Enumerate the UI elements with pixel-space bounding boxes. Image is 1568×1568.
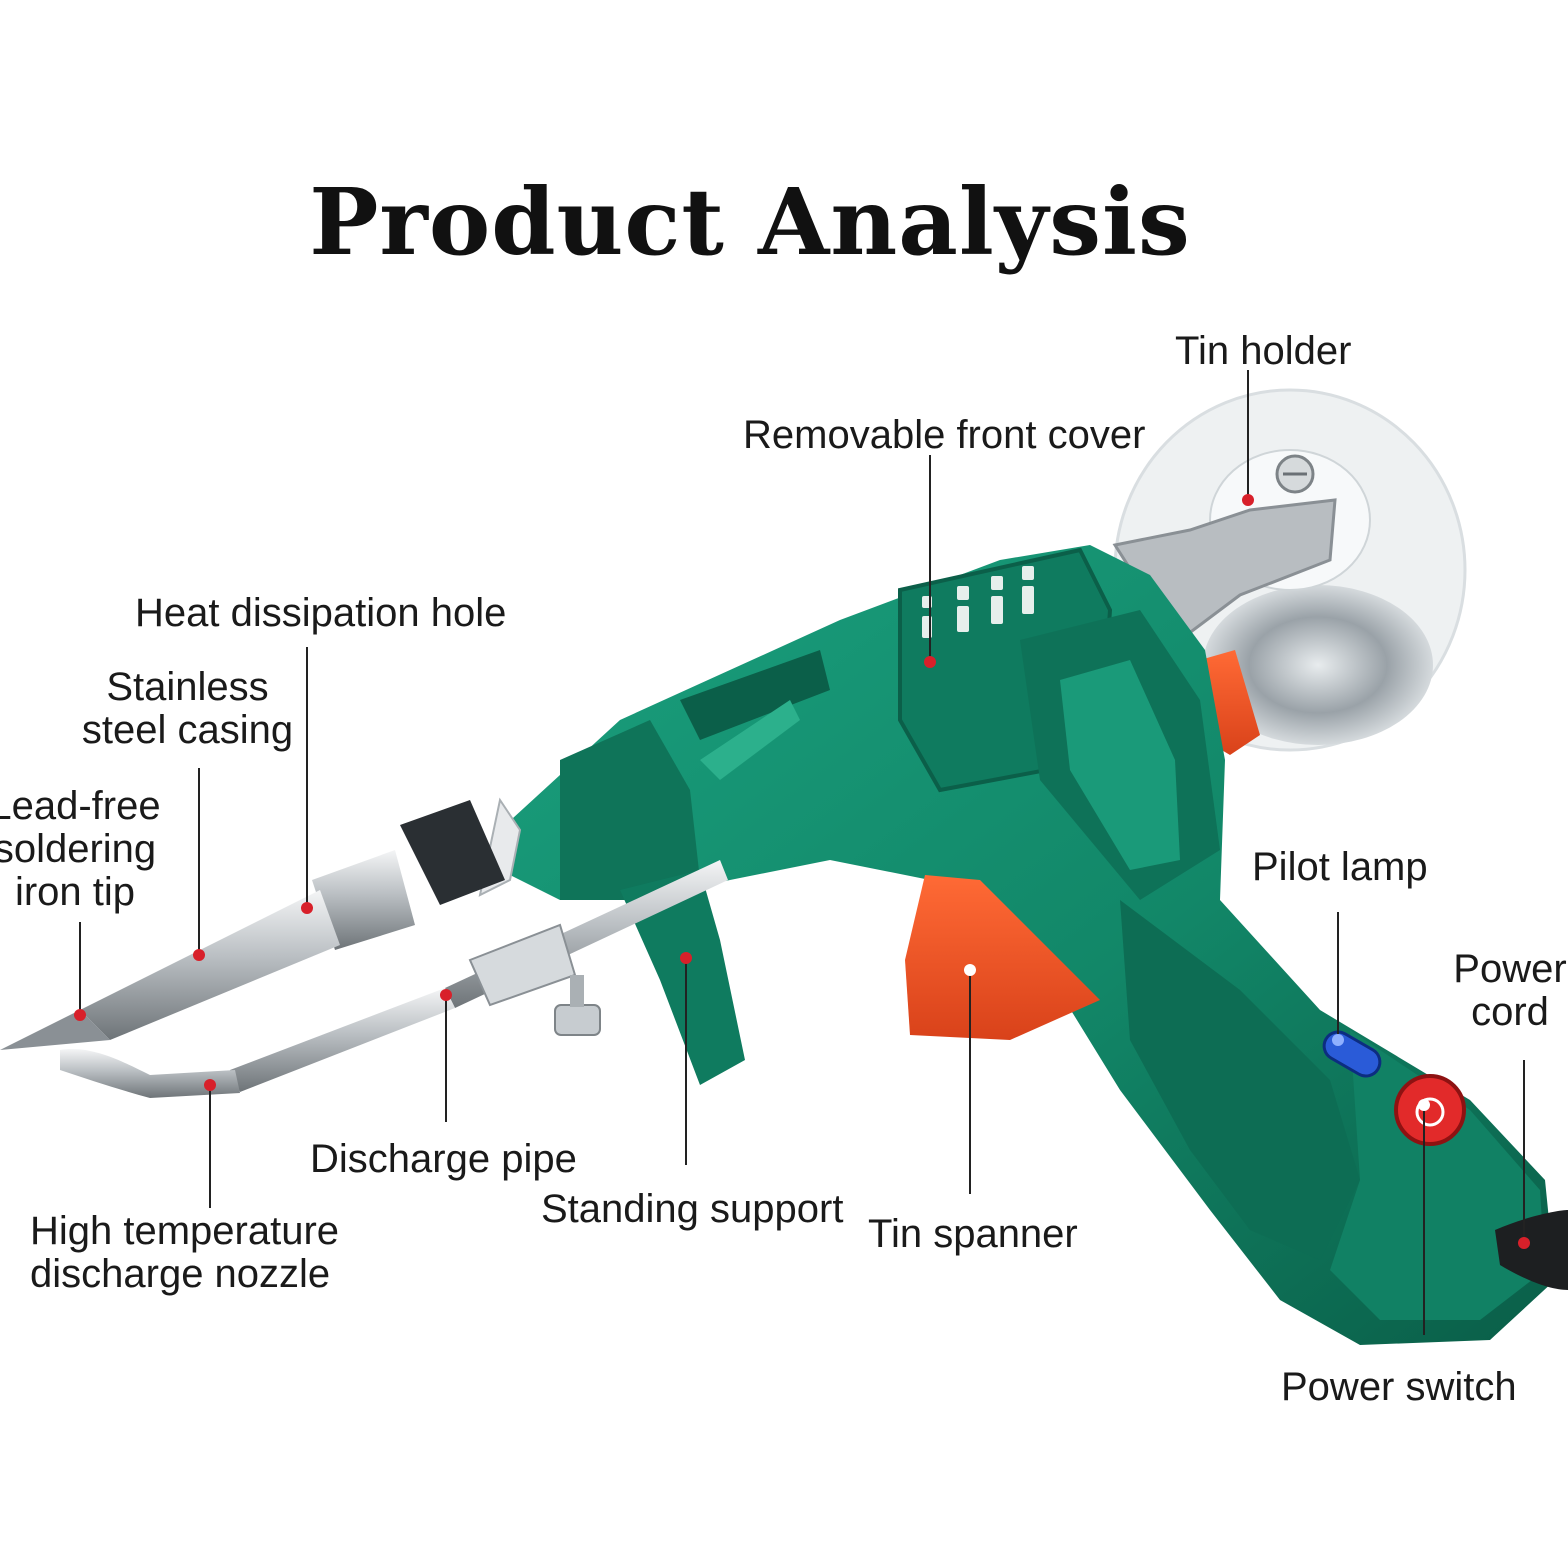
- label-power-switch: Power switch: [1281, 1365, 1517, 1409]
- label-heat-dissipation-hole: Heat dissipation hole: [135, 591, 507, 635]
- marker-dots: [74, 494, 1530, 1249]
- label-stainless-steel-casing: Stainless steel casing: [81, 665, 294, 752]
- page-title: Product Analysis: [309, 168, 1191, 276]
- label-lead-free-tip: Lead-free soldering iron tip: [0, 784, 161, 914]
- label-pilot-lamp: Pilot lamp: [1252, 845, 1428, 889]
- trigger: [905, 875, 1100, 1040]
- power-cord: [1495, 1210, 1568, 1290]
- label-high-temp-nozzle: High temperature discharge nozzle: [30, 1209, 340, 1296]
- power-switch-symbol-icon: [1415, 1097, 1445, 1127]
- label-removable-front-cover: Removable front cover: [743, 413, 1146, 457]
- label-standing-support: Standing support: [541, 1187, 844, 1231]
- label-power-cord: Power cord: [1453, 947, 1567, 1034]
- discharge-pipe-assembly: [60, 860, 728, 1098]
- iron-tip-assembly: [0, 797, 522, 1050]
- leader-lines: [79, 370, 1525, 1335]
- label-tin-holder: Tin holder: [1175, 329, 1352, 373]
- label-discharge-pipe: Discharge pipe: [310, 1137, 577, 1181]
- power-switch-button: [1394, 1074, 1466, 1146]
- label-tin-spanner: Tin spanner: [868, 1212, 1078, 1256]
